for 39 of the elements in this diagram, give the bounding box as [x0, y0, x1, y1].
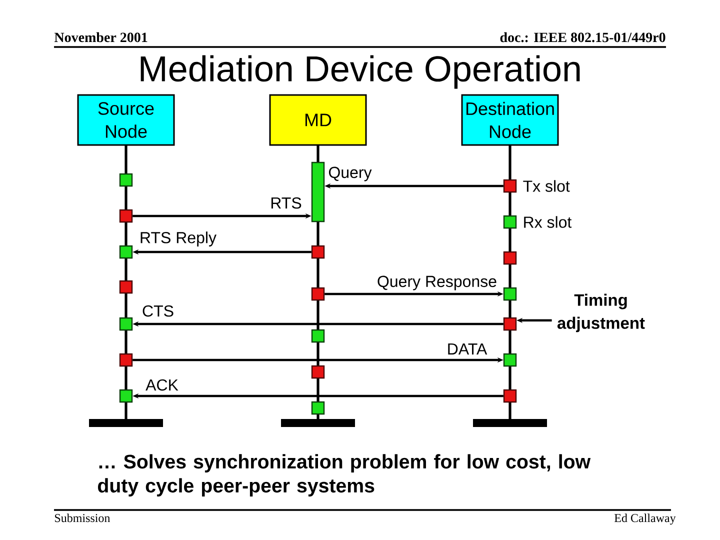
- slot-square: [119, 209, 133, 223]
- edge-label: RTS: [269, 196, 303, 210]
- slot-square: [503, 179, 517, 193]
- footer-text: Submission: [55, 514, 110, 522]
- footer-text: Ed Callaway: [614, 514, 676, 525]
- annotation-text: Timing adjustment: [557, 294, 645, 332]
- slot-square: [119, 317, 133, 331]
- slot-square: [311, 329, 325, 343]
- edge-label: ACK: [144, 378, 180, 392]
- slot-square: [311, 287, 325, 301]
- participant-box: Destination Node: [461, 94, 559, 146]
- edge-label: CTS: [141, 304, 175, 318]
- title: Mediation Device Operation: [140, 55, 580, 89]
- edge-label: Query: [327, 166, 373, 182]
- participant-box: Source Node: [77, 94, 175, 146]
- edge-label: Query Response: [376, 274, 498, 292]
- slot-square: [311, 365, 325, 379]
- slot-square: [311, 245, 325, 259]
- slot-square: [503, 251, 517, 265]
- header-text: November 2001: [54, 32, 148, 42]
- slot-square: [503, 317, 517, 331]
- slot-square: [119, 389, 133, 403]
- slot-bar: [311, 162, 325, 222]
- edge-label: DATA: [446, 342, 488, 356]
- slot-square: [503, 389, 517, 403]
- slot-square: [119, 173, 133, 187]
- edge-label: RTS Reply: [138, 230, 218, 248]
- header-text: doc.: IEEE 802.15-01/449r0: [500, 32, 666, 42]
- slot-label: Tx slot: [523, 180, 570, 192]
- slot-square: [119, 245, 133, 259]
- slot-square: [503, 215, 517, 229]
- caption: … Solves synchronization problem for low cost, low duty cycle peer-peer systems: [98, 454, 591, 496]
- slot-square: [119, 280, 133, 294]
- slot-label: Rx slot: [524, 216, 572, 228]
- slot-square: [503, 353, 517, 367]
- slot-square: [311, 401, 325, 415]
- slot-square: [503, 287, 517, 301]
- slot-square: [119, 353, 133, 367]
- participant-box: MD: [269, 94, 367, 146]
